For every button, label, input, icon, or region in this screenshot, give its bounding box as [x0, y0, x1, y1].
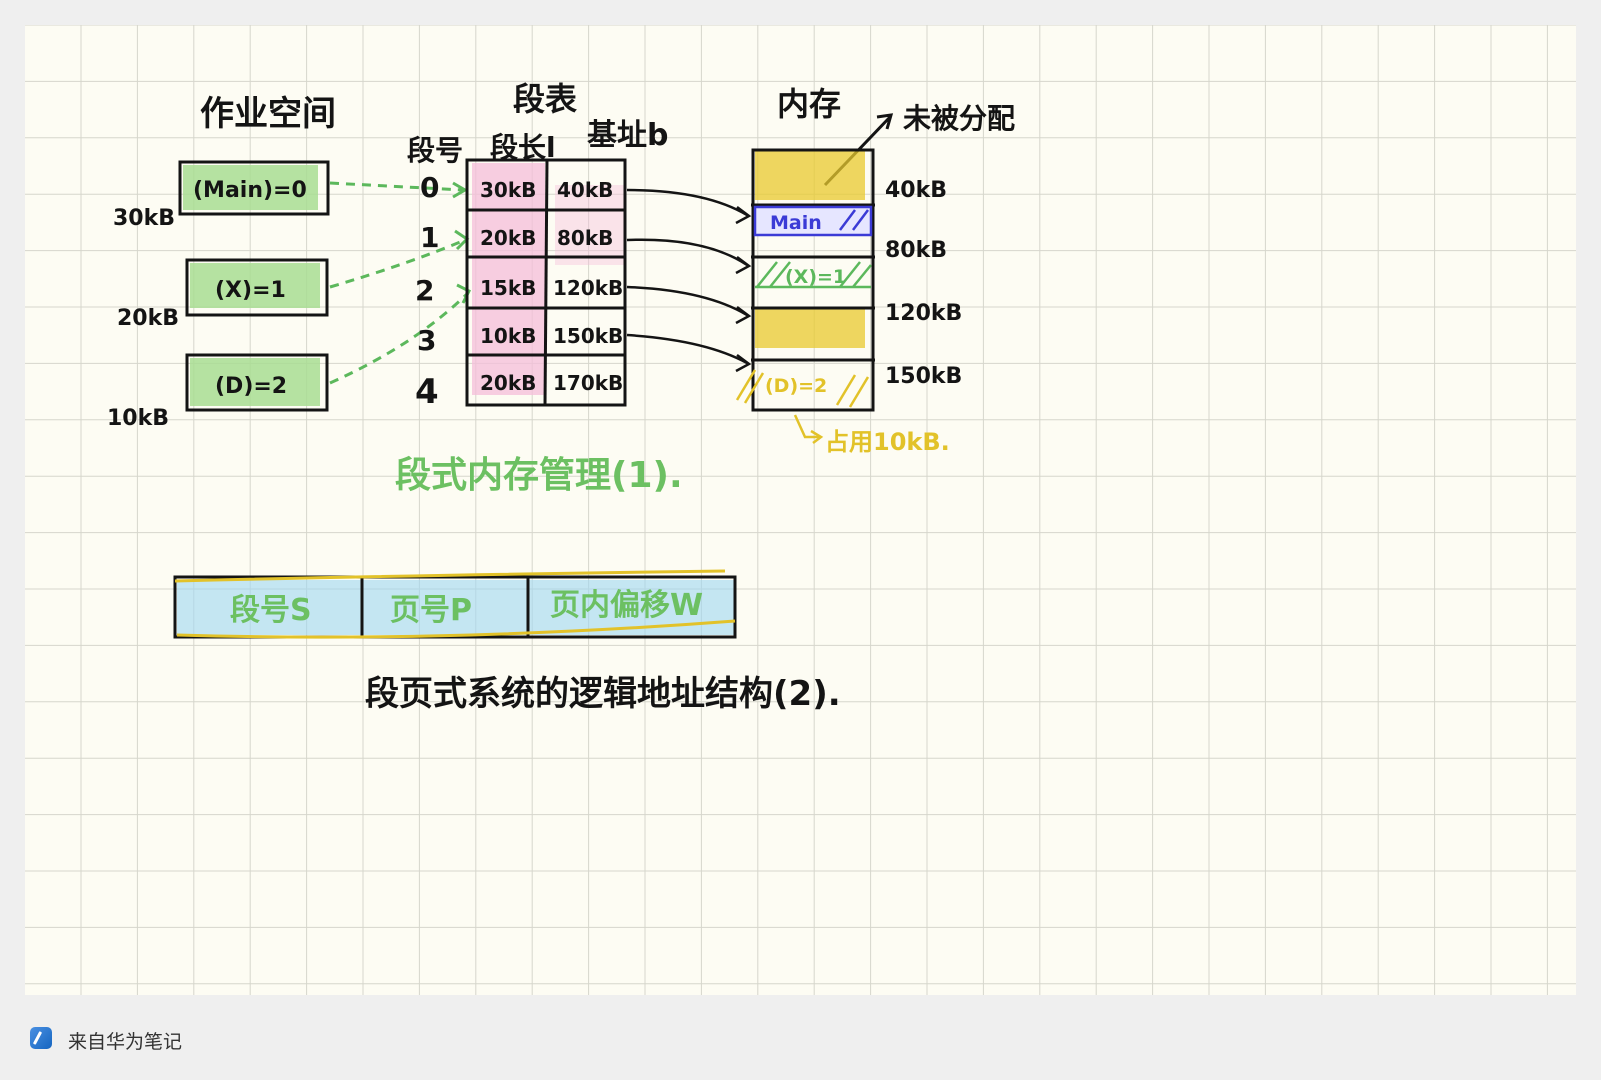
addr-40kb: 40kB	[885, 178, 947, 203]
note-page: 作业空间 (Main)=0 30kB (X)=1 20kB (D)=2 10kB…	[25, 25, 1576, 995]
memory-block-main: Main	[770, 212, 822, 234]
segment-table-title: 段表	[513, 80, 577, 118]
row-4-base: 170kB	[553, 371, 623, 395]
d-block-hatch	[735, 369, 870, 444]
row-4-length: 20kB	[480, 371, 536, 395]
memory-note: 占用10kB.	[825, 428, 950, 456]
row-3-no: 3	[417, 324, 436, 357]
row-1-base: 80kB	[557, 226, 613, 250]
base-arrows	[626, 188, 752, 373]
row-4-no: 4	[415, 372, 439, 412]
mapping-arrows	[329, 181, 470, 385]
field-page-p: 页号P	[390, 593, 472, 628]
row-0-no: 0	[420, 171, 439, 204]
row-3-base: 150kB	[553, 324, 623, 348]
job-segment-x-size: 20kB	[117, 306, 179, 331]
memory-block-d: (D)=2	[765, 375, 827, 397]
huawei-notes-icon	[30, 1027, 52, 1049]
row-2-length: 15kB	[480, 276, 536, 300]
x-block-hatch	[755, 261, 872, 289]
footer-bar	[0, 995, 1601, 1080]
row-3-length: 10kB	[480, 324, 536, 348]
memory-title: 内存	[777, 85, 841, 123]
job-segment-main: (Main)=0	[178, 160, 330, 216]
col-base-header: 基址b	[587, 118, 668, 153]
caption-segment-memory: 段式内存管理(1).	[395, 455, 683, 496]
job-space-title: 作业空间	[200, 94, 336, 134]
job-segment-main-size: 30kB	[113, 206, 175, 231]
addr-150kb: 150kB	[885, 364, 962, 389]
col-segment-no-header: 段号	[407, 134, 463, 167]
unallocated-label: 未被分配	[903, 102, 1015, 135]
base-column-fill	[555, 185, 625, 265]
row-2-no: 2	[415, 274, 434, 307]
job-segment-d-size: 10kB	[107, 406, 169, 431]
memory-column	[751, 148, 875, 412]
addr-80kb: 80kB	[885, 238, 947, 263]
job-segment-d: (D)=2	[185, 353, 329, 412]
job-segment-d-label: (D)=2	[215, 374, 287, 399]
field-segment-s: 段号S	[230, 593, 312, 628]
caption-address-structure: 段页式系统的逻辑地址结构(2).	[365, 674, 841, 714]
job-segment-x-label: (X)=1	[215, 278, 286, 303]
memory-block-x: (X)=1	[785, 266, 846, 288]
row-0-base: 40kB	[557, 178, 613, 202]
row-1-length: 20kB	[480, 226, 536, 250]
job-segment-main-label: (Main)=0	[193, 178, 307, 203]
segment-table-grid	[465, 158, 627, 407]
job-segment-x: (X)=1	[185, 258, 329, 317]
row-2-base: 120kB	[553, 276, 623, 300]
memory-fills	[755, 150, 870, 348]
row-1-no: 1	[420, 221, 439, 254]
addr-120kb: 120kB	[885, 301, 962, 326]
grid-lines	[25, 25, 1576, 995]
field-offset-w: 页内偏移W	[550, 588, 703, 623]
main-block-hatch	[753, 205, 873, 237]
footer-source-label: 来自华为笔记	[68, 1031, 183, 1053]
address-structure	[173, 569, 737, 639]
row-0-length: 30kB	[480, 178, 536, 202]
